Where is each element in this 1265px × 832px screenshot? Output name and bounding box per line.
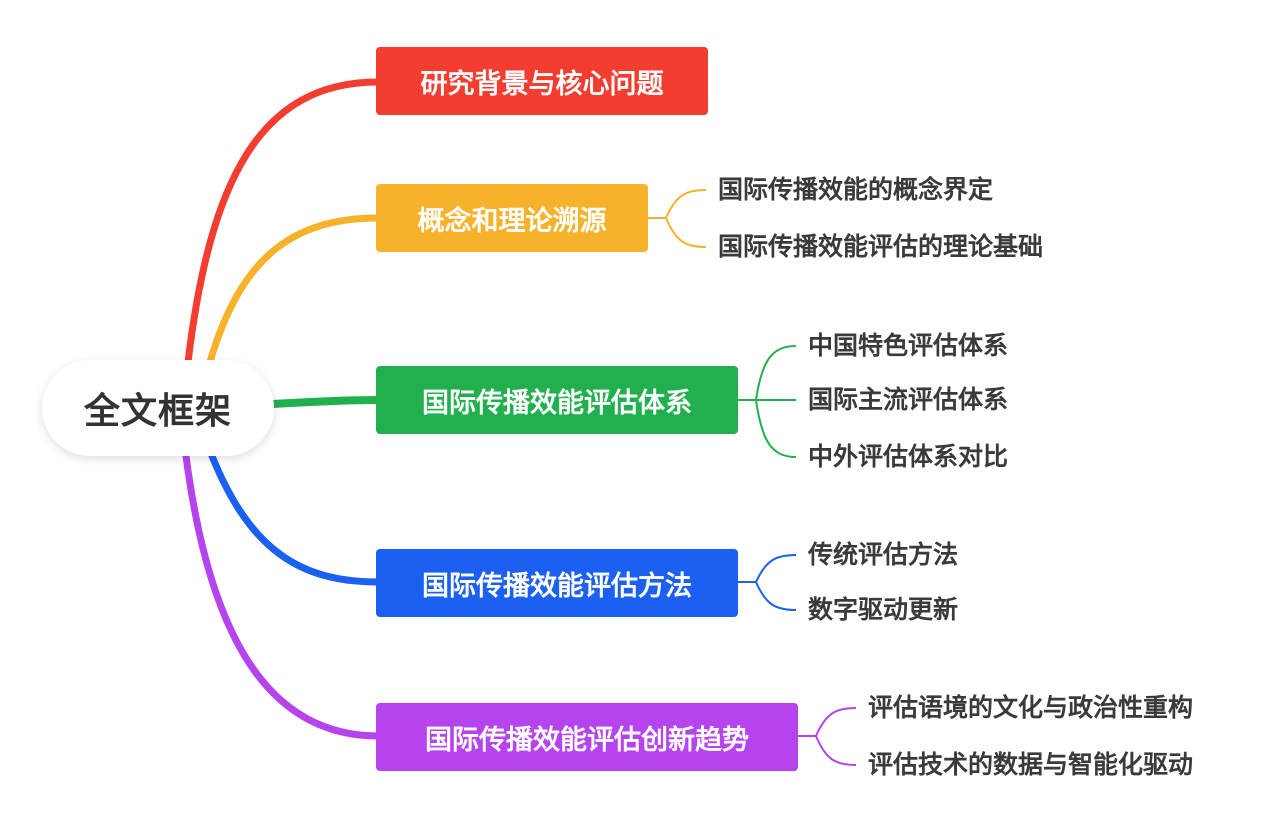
branch-node-evaluation-system[interactable]: 国际传播效能评估体系 [376, 366, 738, 434]
connector-leaf-3-3 [755, 399, 797, 458]
branch-node-label: 概念和理论溯源 [417, 205, 607, 237]
leaf-node-digital-update[interactable]: 数字驱动更新 [808, 595, 959, 624]
connector-branch-1 [184, 78, 382, 366]
branch-node-label: 国际传播效能评估创新趋势 [425, 724, 749, 756]
connector-leaf-2-2 [665, 217, 707, 248]
leaf-node-theory-basis[interactable]: 国际传播效能评估的理论基础 [718, 232, 1044, 261]
connector-leaf-5-1 [815, 707, 857, 737]
connector-branch-3 [268, 396, 382, 408]
branch-node-innovation-trend[interactable]: 国际传播效能评估创新趋势 [376, 703, 798, 771]
connector-leaf-4-2 [755, 581, 797, 611]
leaf-node-traditional-method[interactable]: 传统评估方法 [808, 540, 959, 569]
leaf-node-international-system[interactable]: 国际主流评估体系 [808, 385, 1009, 414]
connector-leaf-2-1 [665, 189, 707, 219]
branch-node-concept-theory[interactable]: 概念和理论溯源 [376, 184, 648, 252]
branch-node-label: 研究背景与核心问题 [420, 68, 664, 100]
root-node[interactable]: 全文框架 [42, 360, 274, 456]
connector-leaf-3-1 [755, 345, 797, 401]
leaf-node-intelligent-driven[interactable]: 评估技术的数据与智能化驱动 [868, 750, 1194, 779]
branch-node-label: 国际传播效能评估体系 [422, 387, 692, 419]
leaf-node-concept-definition[interactable]: 国际传播效能的概念界定 [718, 175, 994, 204]
connector-branch-2 [206, 214, 382, 366]
connector-branch-5 [182, 452, 382, 740]
branch-node-evaluation-method[interactable]: 国际传播效能评估方法 [376, 549, 738, 617]
branch-node-research-background[interactable]: 研究背景与核心问题 [376, 47, 708, 115]
connector-branch-4 [208, 452, 382, 586]
root-node-label: 全文框架 [83, 391, 232, 432]
leaf-node-system-comparison[interactable]: 中外评估体系对比 [808, 442, 1009, 471]
leaf-node-context-reconstruction[interactable]: 评估语境的文化与政治性重构 [868, 693, 1194, 722]
connector-leaf-5-2 [815, 735, 857, 766]
branch-node-label: 国际传播效能评估方法 [422, 570, 692, 602]
leaf-node-china-system[interactable]: 中国特色评估体系 [808, 331, 1009, 360]
connector-leaf-4-1 [755, 554, 797, 583]
